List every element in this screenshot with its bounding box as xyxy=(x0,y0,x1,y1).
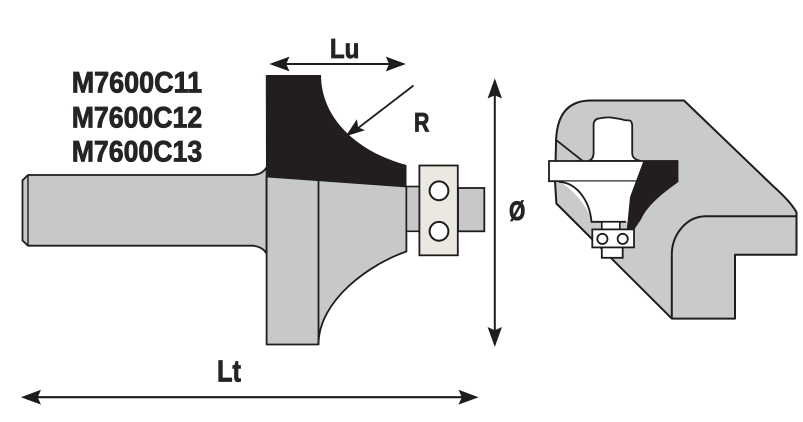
svg-text:R: R xyxy=(414,108,429,138)
svg-text:Ø: Ø xyxy=(509,196,525,226)
svg-text:Lu: Lu xyxy=(330,33,360,64)
svg-text:M7600C11: M7600C11 xyxy=(72,66,203,99)
svg-text:M7600C13: M7600C13 xyxy=(72,135,203,168)
svg-text:M7600C12: M7600C12 xyxy=(72,102,203,135)
svg-text:Lt: Lt xyxy=(217,353,241,388)
